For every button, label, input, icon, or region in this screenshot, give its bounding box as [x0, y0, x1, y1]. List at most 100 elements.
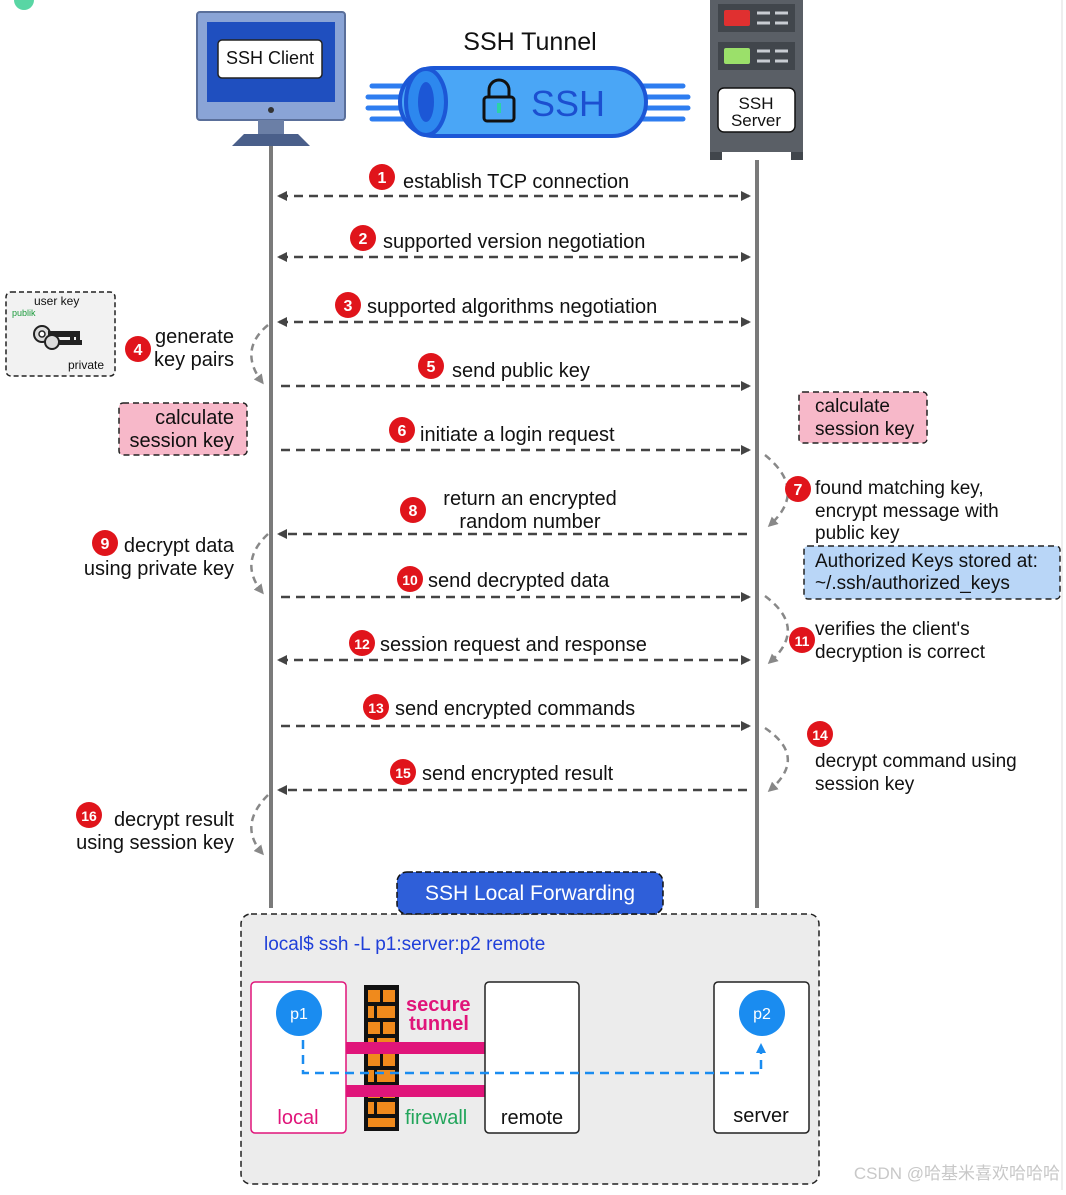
step-label: establish TCP connection — [403, 171, 629, 193]
local-port-label: p1 — [290, 1006, 308, 1023]
session-key-line1: calculate — [155, 407, 234, 429]
step-badge — [369, 164, 395, 190]
server-label-line1: SSH — [739, 94, 774, 113]
step-12: 12 session request and response — [349, 630, 647, 656]
session-key-line2: session key — [815, 419, 915, 440]
step-badge — [335, 292, 361, 318]
step-number: 6 — [398, 423, 407, 440]
step-11: 11 verifies the client's decryption is c… — [789, 619, 986, 663]
firewall-icon — [364, 985, 399, 1131]
authorized-keys-line1: Authorized Keys stored at: — [815, 551, 1038, 572]
client-label: SSH Client — [226, 48, 314, 68]
step-5: 5 send public key — [418, 353, 590, 382]
step-number: 7 — [794, 482, 803, 499]
server-port-label: p2 — [753, 1006, 771, 1023]
tunnel-icon — [365, 66, 691, 138]
lock-icon — [482, 78, 516, 123]
step-label: initiate a login request — [420, 424, 615, 446]
step-9: 9 decrypt data using private key — [84, 530, 235, 580]
server-label-line2: Server — [731, 111, 781, 130]
step-badge — [350, 225, 376, 251]
loop-step-9 — [250, 533, 269, 595]
server-port-circle — [739, 990, 785, 1036]
step-label: session request and response — [380, 634, 647, 656]
step-label-line2: decryption is correct — [815, 642, 986, 663]
server-label: server — [733, 1105, 789, 1127]
session-key-line2: session key — [130, 430, 235, 452]
step-label: send encrypted result — [422, 763, 614, 785]
step-number: 10 — [402, 572, 418, 588]
step-label-line2: encrypt message with — [815, 501, 999, 522]
step-label: send decrypted data — [428, 570, 610, 592]
loop-step-11 — [764, 594, 789, 665]
step-badge — [785, 476, 811, 502]
step-label-line2: using private key — [84, 558, 234, 580]
secure-tunnel-line2: tunnel — [409, 1013, 469, 1035]
user-key-box: user key publik private — [5, 291, 116, 377]
step-1: 1 establish TCP connection — [369, 164, 629, 193]
step-number: 14 — [812, 727, 828, 743]
step-number: 11 — [795, 633, 810, 649]
step-13: 13 send encrypted commands — [363, 694, 635, 720]
loop-step-16 — [250, 794, 269, 856]
step-14: 14 decrypt command using session key — [807, 721, 1017, 795]
step-label: send public key — [452, 360, 590, 382]
step-3: 3 supported algorithms negotiation — [335, 292, 657, 318]
step-7: 7 found matching key, encrypt message wi… — [785, 476, 999, 544]
step-label-line2: key pairs — [154, 349, 234, 371]
session-key-line1: calculate — [815, 396, 890, 417]
private-key-label: private — [68, 358, 104, 372]
client-monitor-icon — [196, 11, 346, 146]
step-label-line1: verifies the client's — [815, 619, 970, 640]
forwarding-command: local$ ssh -L p1:server:p2 remote — [264, 934, 545, 955]
watermark: CSDN @哈基米喜欢哈哈哈 — [854, 1164, 1060, 1183]
corner-dot — [14, 0, 34, 10]
step-badge — [363, 694, 389, 720]
step-label: supported version negotiation — [383, 231, 645, 253]
secure-tunnel-line1: secure — [406, 994, 471, 1016]
step-number: 1 — [378, 170, 387, 187]
local-host-box — [250, 981, 347, 1134]
step-number: 8 — [409, 503, 418, 520]
step-label-line1: found matching key, — [815, 478, 984, 499]
step-4: 4 generate key pairs — [125, 326, 234, 371]
step-number: 9 — [101, 536, 110, 553]
step-2: 2 supported version negotiation — [350, 225, 645, 253]
forwarding-path — [301, 1040, 766, 1075]
step-badge — [92, 530, 118, 556]
step-number: 2 — [359, 231, 368, 248]
client-session-key-box: calculate session key — [118, 402, 248, 456]
tunnel-pipe-top — [346, 1042, 485, 1054]
authorized-keys-line2: ~/.ssh/authorized_keys — [815, 573, 1010, 594]
firewall-label: firewall — [405, 1107, 467, 1129]
step-number: 3 — [344, 298, 353, 315]
step-badge — [418, 353, 444, 379]
remote-label: remote — [501, 1107, 563, 1129]
step-6: 6 initiate a login request — [389, 417, 615, 446]
step-badge — [390, 759, 416, 785]
step-badge — [789, 627, 815, 653]
forwarding-title: SSH Local Forwarding — [425, 882, 635, 905]
loop-step-14 — [764, 726, 789, 792]
step-10: 10 send decrypted data — [397, 566, 610, 592]
step-label-line1: decrypt command using — [815, 751, 1017, 772]
step-number: 15 — [395, 765, 411, 781]
step-label: send encrypted commands — [395, 698, 635, 720]
step-label: supported algorithms negotiation — [367, 296, 657, 318]
loop-step-4 — [250, 324, 269, 385]
local-label: local — [277, 1107, 318, 1129]
step-label-line2: using session key — [76, 832, 234, 854]
loop-step-7 — [764, 454, 789, 528]
step-label-line3: public key — [815, 523, 900, 544]
key-icon — [33, 325, 82, 350]
step-label-line1: return an encrypted — [443, 488, 616, 510]
step-badge — [125, 336, 151, 362]
step-badge — [400, 497, 426, 523]
server-rack-icon — [710, 0, 803, 160]
public-key-label: publik — [12, 308, 36, 318]
step-16: 16 decrypt result using session key — [76, 802, 234, 854]
step-label-line2: session key — [815, 774, 915, 795]
step-number: 4 — [134, 342, 143, 359]
step-label-line1: decrypt data — [124, 535, 235, 557]
